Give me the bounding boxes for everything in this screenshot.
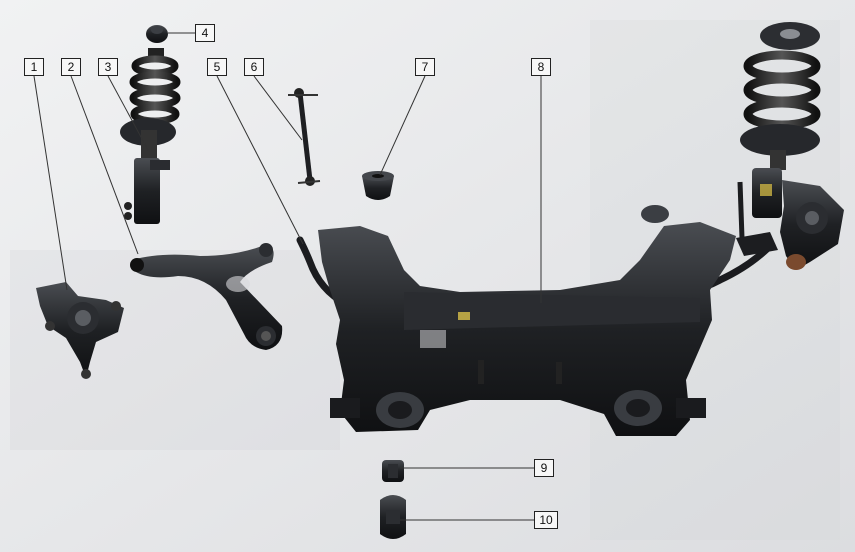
callout-6: 6 <box>244 58 264 76</box>
callout-7: 7 <box>415 58 435 76</box>
steering-knuckle <box>36 282 124 379</box>
stabilizer-link <box>288 88 321 186</box>
leader-lines <box>33 32 542 521</box>
anti-roll-bar-bushing <box>382 460 404 482</box>
strut-top-mount <box>146 25 168 43</box>
bushing-clamp <box>380 495 406 539</box>
callout-5: 5 <box>207 58 227 76</box>
callout-3: 3 <box>98 58 118 76</box>
front-subframe <box>318 205 736 436</box>
callout-9: 9 <box>534 459 554 477</box>
callout-10: 10 <box>534 511 558 529</box>
callout-2: 2 <box>61 58 81 76</box>
rubber-bushing <box>362 171 394 200</box>
callout-8: 8 <box>531 58 551 76</box>
assembled-strut <box>736 22 844 270</box>
lower-control-arm <box>130 243 283 350</box>
callout-4: 4 <box>195 24 215 42</box>
callout-1: 1 <box>24 58 44 76</box>
